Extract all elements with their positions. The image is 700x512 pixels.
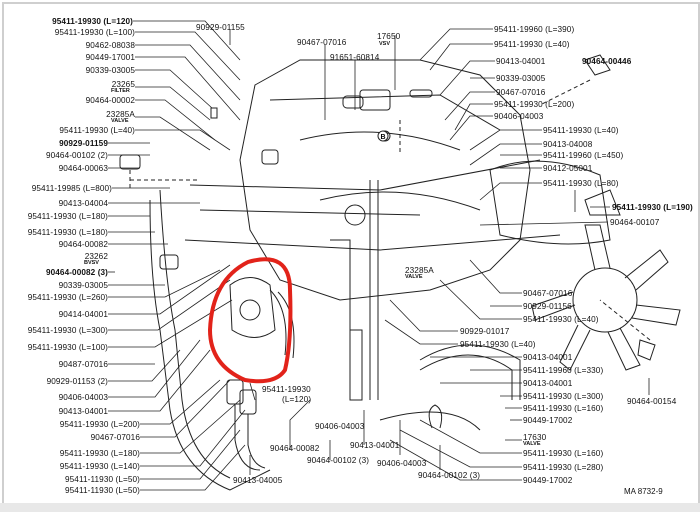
part-number-label: 95411-19930 (L=180): [27, 212, 108, 221]
part-number-label: 17650: [377, 32, 401, 41]
diagram-frame: [2, 2, 700, 505]
part-number-label: 95411-19930 (L=80): [543, 179, 619, 188]
part-type-label: FILTER: [111, 88, 130, 94]
part-number-label: 90449-17002: [523, 416, 573, 425]
part-number-label: 90339-03005: [496, 74, 546, 83]
part-number-label: 90413-04005: [233, 476, 283, 485]
part-number-label: 90406-04003: [58, 393, 108, 402]
part-number-label: 90467-07016: [523, 289, 573, 298]
part-type-label: VALVE: [523, 441, 541, 447]
part-number-label: 95411-11930 (L=50): [64, 475, 140, 484]
part-number-label: 90412-05001: [543, 164, 593, 173]
part-number-label: 23285A: [405, 266, 434, 275]
part-length-label: (L=120): [282, 395, 312, 404]
part-number-label: 90464-00107: [610, 218, 660, 227]
part-number-label: 90464-00154: [627, 397, 677, 406]
part-number-label: 95411-19930 (L=40): [59, 126, 135, 135]
part-number-label: 90413-04004: [58, 199, 108, 208]
part-type-label: VALVE: [111, 118, 129, 124]
part-number-label: 90413-04008: [543, 140, 593, 149]
part-number-label: 90413-04001: [523, 379, 573, 388]
highlight-circle: [208, 257, 293, 384]
diagram-code: MA 8732-9: [624, 487, 663, 496]
part-number-label: 90929-01153 (2): [46, 377, 108, 386]
part-number-label: 90464-00102 (3): [307, 456, 370, 465]
part-number-label: 95411-19930 (L=100): [54, 28, 135, 37]
part-number-label: 90464-00102 (3): [418, 471, 481, 480]
part-number-label: 95411-19930 (L=40): [523, 315, 599, 324]
part-type-label: VSV: [379, 41, 391, 47]
part-number-label: 90449-17002: [523, 476, 573, 485]
part-number-label: 95411-11930 (L=50): [64, 486, 140, 495]
part-number-label: 90929-01156: [523, 302, 572, 311]
part-number-label: 95411-19930 (L=120): [52, 17, 133, 26]
part-number-label: 90413-04001: [58, 407, 108, 416]
part-number-label: 90449-17001: [85, 53, 135, 62]
part-number-label: 90414-04001: [58, 310, 108, 319]
part-number-label: 95411-19930 (L=140): [59, 462, 140, 471]
part-number-label: 95411-19930 (L=160): [523, 449, 604, 458]
part-number-label: 95411-19930 (L=40): [543, 126, 619, 135]
part-number-label: 90413-04001: [496, 57, 546, 66]
part-number-label: 95411-19930 (L=200): [494, 100, 575, 109]
part-number-label: 91651-60814: [330, 53, 380, 62]
part-number-label: 90467-07016: [297, 38, 347, 47]
part-number-label: 90929-01017: [460, 327, 510, 336]
part-number-label: 90406-04003: [494, 112, 544, 121]
part-number-label: 95411-19930 (L=190): [612, 203, 693, 212]
part-type-label: BVSV: [84, 260, 99, 266]
part-number-label: 23262: [84, 252, 108, 261]
part-number-label: 95411-19930 (L=300): [27, 326, 108, 335]
throttle-body-icon: [229, 277, 295, 359]
part-number-label: 95411-19930 (L=300): [523, 392, 604, 401]
part-number-label: 90413-04001: [523, 353, 573, 362]
part-number-label: 90487-07016: [58, 360, 108, 369]
part-number-label: 90929-01155: [196, 23, 245, 32]
engine-block-outline: [239, 59, 531, 301]
part-number-label: 95411-19930 (L=260): [27, 293, 108, 302]
part-number-label: 95411-19930: [262, 385, 311, 394]
part-number-label: 95411-19930 (L=180): [59, 449, 140, 458]
part-number-label: 95411-19930 (L=200): [59, 420, 140, 429]
part-number-label: 90929-01159: [59, 139, 108, 148]
part-number-label: 23285A: [106, 110, 135, 119]
part-number-label: 90464-00082 (3): [45, 268, 108, 277]
part-number-label: 95411-19985 (L=800): [31, 184, 112, 193]
part-number-label: 90413-04001: [350, 441, 400, 450]
part-number-label: 17630: [523, 433, 547, 442]
part-number-label: 95411-19930 (L=100): [27, 343, 108, 352]
part-number-label: 95411-19960 (L=330): [523, 366, 604, 375]
part-number-label: 90464-00446: [582, 57, 632, 66]
part-number-label: 90406-04003: [315, 422, 365, 431]
part-number-label: 90406-04003: [377, 459, 427, 468]
part-number-label: 95411-19930 (L=160): [523, 404, 604, 413]
callout-b-circle: [377, 130, 389, 142]
part-number-label: 95411-19960 (L=450): [543, 151, 624, 160]
part-number-label: 23265: [111, 80, 135, 89]
part-number-label: 90467-07016: [90, 433, 140, 442]
part-number-label: 90467-07016: [496, 88, 546, 97]
part-number-label: 90464-00082: [270, 444, 320, 453]
part-number-label: 95411-19930 (L=40): [460, 340, 536, 349]
radiator-tank: [489, 160, 611, 245]
part-number-label: 95411-19930 (L=280): [523, 463, 604, 472]
leader-lines: [108, 20, 650, 491]
part-number-label: 90339-03005: [85, 66, 135, 75]
part-number-label: 90464-00082: [58, 240, 108, 249]
bottom-border: [0, 503, 700, 512]
part-number-label: 90339-03005: [58, 281, 108, 290]
part-number-label: 95411-19960 (L=390): [494, 25, 575, 34]
part-number-label: 90464-00002: [85, 96, 135, 105]
part-type-label: VALVE: [405, 274, 423, 280]
part-number-label: 90464-00102 (2): [45, 151, 108, 160]
part-number-label: 90462-08038: [85, 41, 135, 50]
part-number-label: 90464-00063: [58, 164, 108, 173]
part-number-label: 95411-19930 (L=40): [494, 40, 570, 49]
cooling-fan-icon: [531, 224, 681, 371]
callout-b-letter: B: [381, 134, 386, 141]
part-number-label: 95411-19930 (L=180): [27, 228, 108, 237]
